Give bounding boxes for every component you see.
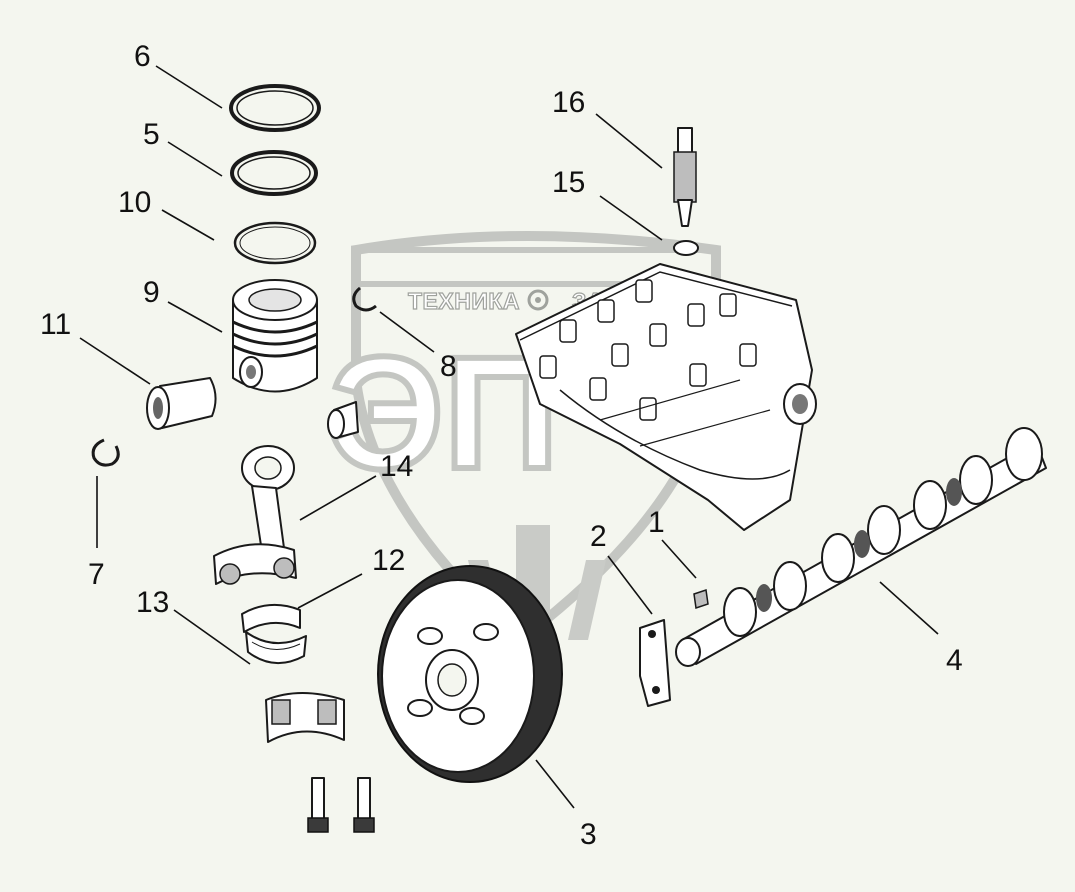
callout-7: 7 (88, 558, 105, 591)
bearing-shell-12 (241, 603, 301, 633)
rod-bolt-left (307, 777, 329, 833)
callouts: 1 2 3 4 5 6 7 8 9 10 11 12 13 14 15 16 (40, 40, 963, 851)
callout-9: 9 (143, 276, 160, 309)
leader-lines (79, 65, 939, 809)
watermark-text-left: ТЕХНИКА (408, 288, 520, 314)
piston-pin-11 (146, 377, 217, 430)
thrust-plate-2 (639, 619, 671, 707)
callout-12: 12 (372, 544, 405, 577)
callout-3: 3 (580, 818, 597, 851)
key-1 (693, 589, 709, 609)
callout-11: 11 (40, 308, 71, 341)
callout-14: 14 (380, 450, 413, 483)
injector-16 (673, 127, 697, 227)
callout-16: 16 (552, 86, 585, 119)
cylinder-head (515, 263, 817, 531)
bearing-shell-13 (245, 631, 307, 664)
oil-ring-10 (233, 221, 317, 265)
callout-4: 4 (946, 644, 963, 677)
rod-bolt-right (353, 777, 375, 833)
callout-1: 1 (648, 506, 665, 539)
watermark-logo: ЭП (330, 323, 559, 502)
callout-2: 2 (590, 520, 607, 553)
rod-cap (265, 692, 345, 743)
callout-13: 13 (136, 586, 169, 619)
callout-6: 6 (134, 40, 151, 73)
callout-15: 15 (552, 166, 585, 199)
connecting-rod-14 (213, 445, 297, 585)
gear-icon (527, 289, 549, 311)
piston-ring-5 (230, 150, 318, 196)
callout-5: 5 (143, 118, 160, 151)
camshaft-gear-3 (377, 565, 563, 783)
piston-ring-6 (229, 84, 321, 132)
piston-9 (232, 279, 318, 393)
callout-8: 8 (440, 350, 457, 383)
camshaft-4 (675, 427, 1047, 667)
callout-10: 10 (118, 186, 151, 219)
washer-15 (673, 240, 699, 256)
circlip-8 (327, 286, 377, 439)
circlip-7 (91, 438, 120, 467)
